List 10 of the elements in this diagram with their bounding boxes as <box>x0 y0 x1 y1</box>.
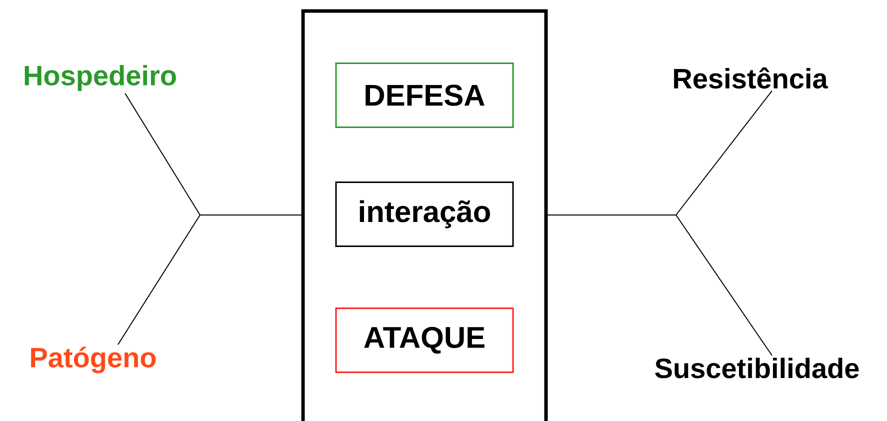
connector-line <box>118 214 302 346</box>
term-label: Resistência <box>674 67 828 89</box>
connector-line <box>547 214 772 356</box>
label-box: DEFESA <box>335 62 514 128</box>
label-box: interação <box>335 182 514 247</box>
term-label: Hospedeiro <box>24 64 176 92</box>
frame-box <box>301 9 548 421</box>
label-box: ATAQUE <box>335 308 514 373</box>
term-label: Patógeno <box>31 346 156 374</box>
term-label: Suscetibilidade <box>655 358 859 378</box>
